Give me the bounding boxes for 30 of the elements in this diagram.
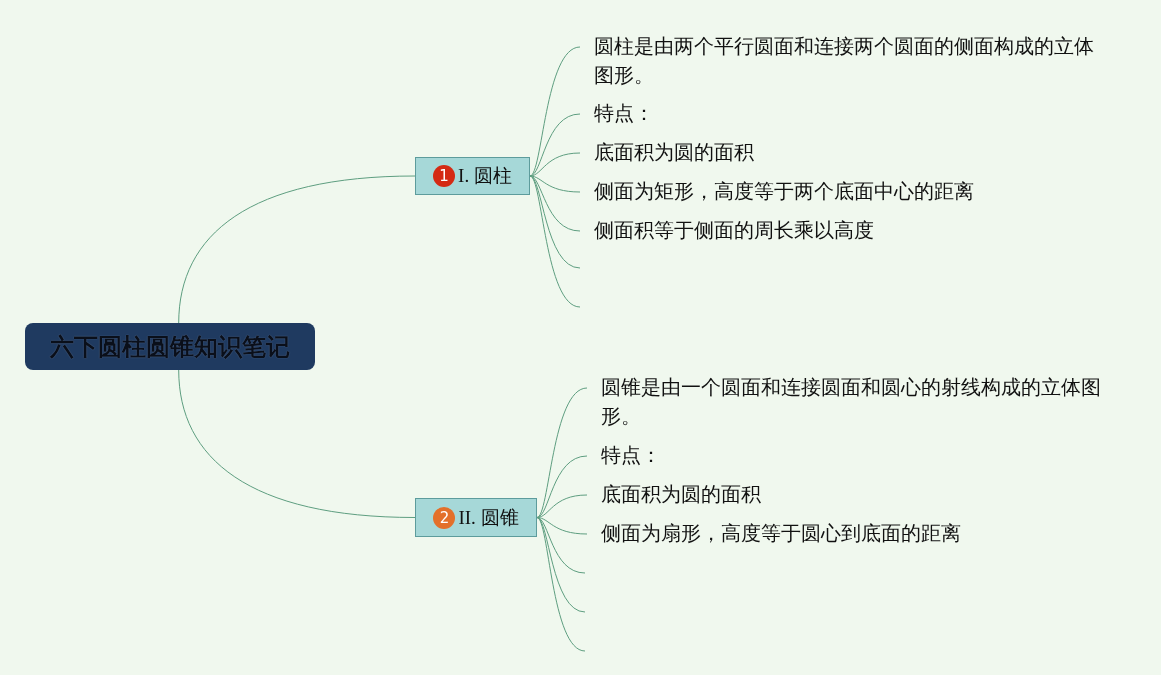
branch-line	[536, 517, 586, 652]
note-text: 侧面为扇形，高度等于圆心到底面的距离	[587, 519, 1087, 548]
branch-line	[178, 175, 416, 324]
branch-line	[536, 455, 588, 518]
number-badge: 2	[433, 506, 456, 529]
note-text: 底面积为圆的面积	[580, 138, 880, 167]
branch-line	[536, 517, 588, 535]
branch-line	[178, 369, 416, 518]
branch-line	[536, 517, 586, 613]
topic-label: I. 圆柱	[458, 164, 512, 188]
note-text: 侧面积等于侧面的周长乘以高度	[580, 216, 1080, 245]
note-text: 侧面为矩形，高度等于两个底面中心的距离	[580, 177, 1080, 206]
root-topic-box: 六下圆柱圆锥知识笔记	[25, 323, 315, 370]
branch-line	[529, 175, 581, 232]
note-text: 圆锥是由一个圆面和连接圆面和圆心的射线构成的立体图形。	[587, 373, 1117, 431]
branch-line	[536, 387, 588, 518]
note-text: 特点：	[587, 441, 887, 470]
branch-line	[529, 46, 581, 177]
note-text: 底面积为圆的面积	[587, 480, 887, 509]
branch-line	[536, 494, 588, 518]
topic-box	[415, 157, 530, 195]
topic-label: II. 圆锥	[458, 505, 519, 530]
note-text: 圆柱是由两个平行圆面和连接两个圆面的侧面构成的立体图形。	[580, 32, 1110, 90]
number-badge: 1	[433, 165, 456, 187]
note-text: 特点：	[580, 99, 880, 128]
topic-box	[415, 498, 537, 537]
branch-line	[529, 175, 581, 269]
branch-line	[529, 113, 581, 177]
branch-line	[529, 152, 581, 177]
branch-line	[529, 175, 581, 308]
